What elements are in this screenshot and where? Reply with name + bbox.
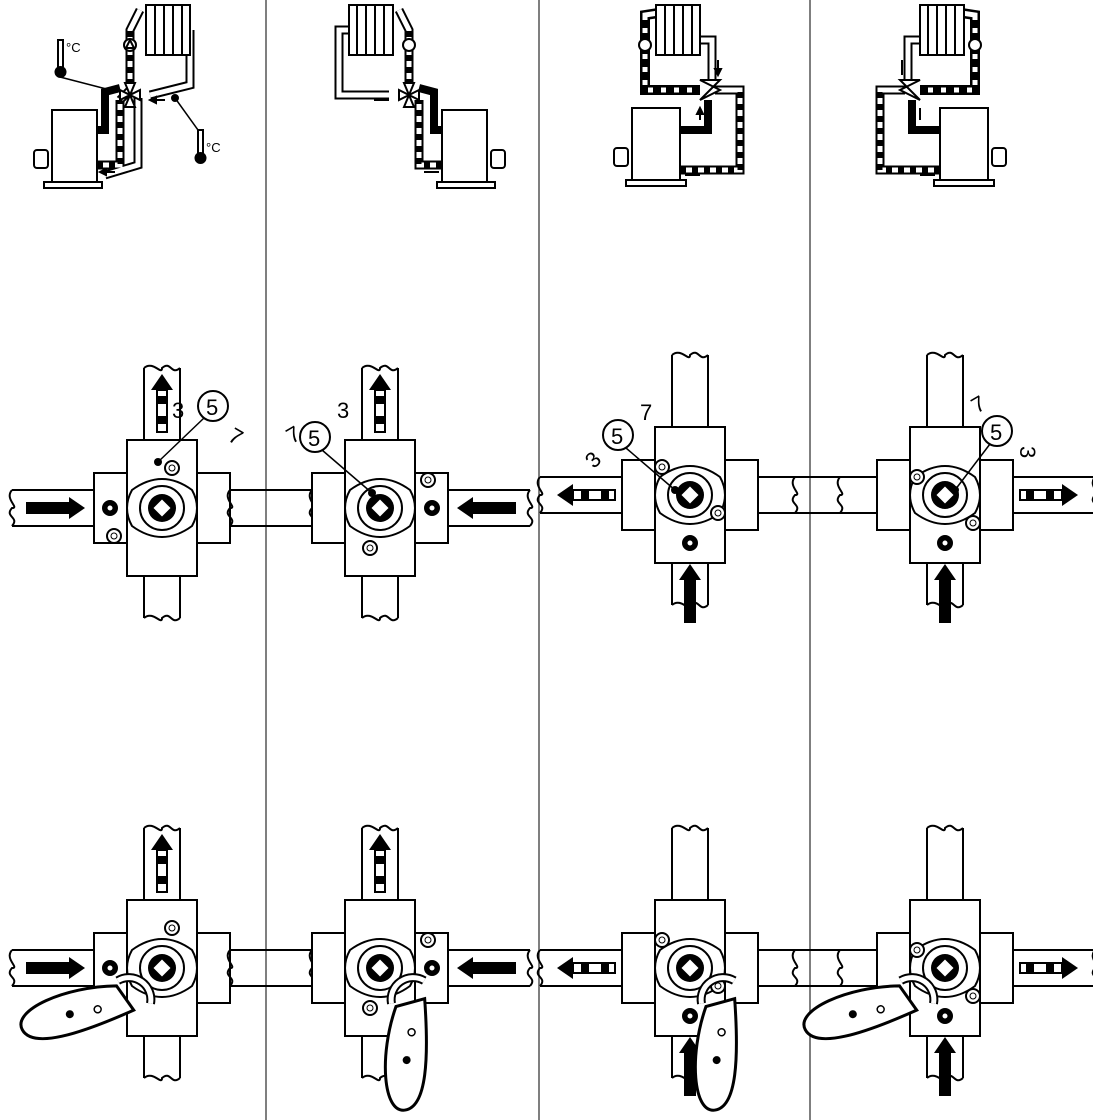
callout-number-1: 5	[206, 395, 218, 420]
flow-arrow-in	[457, 957, 516, 979]
callout-number-3: 5	[611, 424, 623, 449]
position-number-right-3: 7	[640, 400, 652, 425]
flow-arrow-in	[934, 1037, 956, 1096]
flow-arrow-out	[151, 374, 173, 433]
valve-body-2	[226, 364, 534, 622]
callout-number-4: 5	[990, 420, 1002, 445]
flow-arrow-in	[679, 564, 701, 623]
valve-body-3	[536, 351, 844, 623]
circuit-schematic-3	[613, 4, 745, 187]
callout-group-2: 7 5 3	[282, 398, 376, 497]
position-number-right-2: 3	[337, 398, 349, 423]
valve-with-handle-1	[8, 824, 316, 1082]
callout-group-3: 3 5 7	[580, 400, 679, 494]
position-number-right-1: 7	[224, 423, 247, 451]
flow-arrow-in	[26, 957, 85, 979]
valve-handle	[383, 973, 428, 1112]
flow-arrow-out	[151, 834, 173, 893]
position-number-left-4: 7	[967, 390, 990, 418]
valve-handle	[802, 973, 939, 1041]
position-number-left-1: 3	[172, 398, 184, 423]
circuit-schematic-1	[33, 4, 207, 189]
flow-arrow-in	[457, 497, 516, 519]
valve-body-1	[8, 364, 316, 622]
callout-number-2: 5	[308, 426, 320, 451]
temperature-unit-label-1: °C	[66, 40, 81, 55]
circuit-schematic-2	[334, 4, 506, 189]
valve-body-4	[791, 351, 1093, 623]
flow-arrow-out	[369, 834, 391, 893]
flow-arrow-out	[369, 374, 391, 433]
valve-with-handle-3	[536, 824, 844, 1112]
valve-with-handle-4	[791, 824, 1093, 1096]
flow-arrow-out	[1019, 957, 1078, 979]
position-number-left-3: 3	[580, 447, 606, 473]
flow-arrow-out	[557, 484, 616, 506]
valve-handle	[693, 973, 738, 1112]
valve-handle	[19, 973, 156, 1041]
position-number-right-4: 3	[1015, 446, 1040, 458]
valve-body-row	[8, 351, 1093, 623]
column-dividers	[265, 0, 811, 1120]
temperature-unit-label-2: °C	[206, 140, 221, 155]
valve-with-handle-2	[226, 824, 534, 1112]
flow-arrow-in	[934, 564, 956, 623]
flow-arrow-out	[1019, 484, 1078, 506]
flow-arrow-in	[26, 497, 85, 519]
circuit-schematic-4	[875, 4, 1007, 187]
flow-arrow-out	[557, 957, 616, 979]
valve-handle-row	[8, 824, 1093, 1112]
